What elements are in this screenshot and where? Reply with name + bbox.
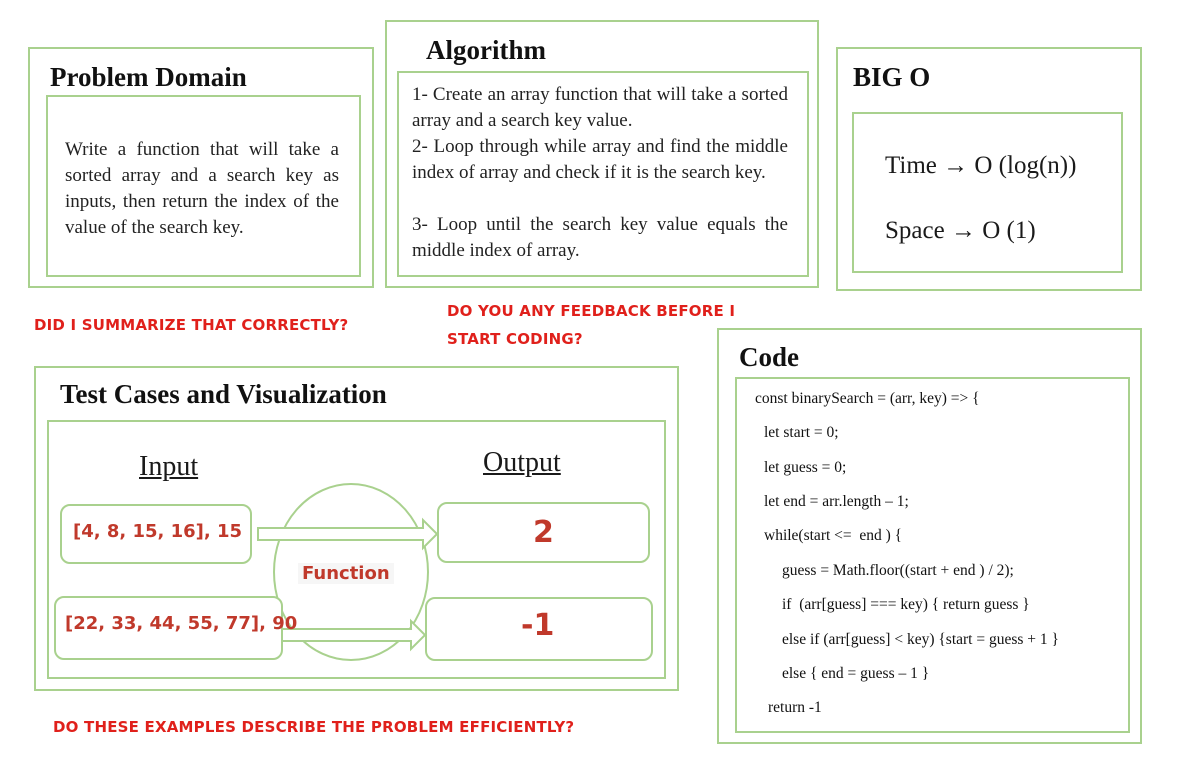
case-1-input-box (60, 504, 252, 564)
code-line-7: if (arr[guess] === key) { return guess } (782, 596, 1030, 613)
time-complexity: Time → O (log(n)) (885, 152, 1077, 179)
feedback-note-line-1: DO YOU ANY FEEDBACK BEFORE I (447, 302, 736, 320)
code-line-6: guess = Math.floor((start + end ) / 2); (782, 562, 1014, 579)
code-line-9: else { end = guess – 1 } (782, 665, 930, 682)
output-label: Output (483, 447, 561, 478)
algorithm-title: Algorithm (426, 35, 546, 65)
code-title: Code (739, 342, 799, 372)
big-o-inner (852, 112, 1123, 273)
big-o-title: BIG O (853, 62, 931, 92)
code-line-4: let end = arr.length – 1; (764, 493, 909, 510)
code-line-10: return -1 (768, 699, 822, 716)
function-ellipse (273, 483, 429, 661)
algorithm-step-3: 3- Loop until the search key value equal… (412, 214, 788, 261)
case-2-output: -1 (521, 608, 555, 643)
code-line-5: while(start <= end ) { (764, 527, 903, 544)
algorithm-step-2: 2- Loop through while array and find the… (412, 136, 788, 183)
code-line-2: let start = 0; (764, 424, 839, 441)
arrow-case-1 (257, 517, 439, 551)
examples-note: DO THESE EXAMPLES DESCRIBE THE PROBLEM E… (53, 718, 575, 736)
problem-domain-title: Problem Domain (50, 62, 247, 92)
case-2-input: [22, 33, 44, 55, 77], 90 (65, 613, 298, 634)
code-block: const binarySearch = (arr, key) => { let… (740, 380, 1125, 730)
code-line-3: let guess = 0; (764, 459, 847, 476)
input-label: Input (139, 451, 199, 482)
code-inner (735, 377, 1130, 733)
test-cases-title: Test Cases and Visualization (60, 379, 387, 409)
problem-domain-text: Write a function that will take a sorted… (65, 139, 339, 238)
case-2-output-box (425, 597, 653, 661)
algorithm-step-1: 1- Create an array function that will ta… (412, 84, 788, 131)
case-1-output: 2 (533, 515, 554, 550)
case-1-input: [4, 8, 15, 16], 15 (73, 521, 243, 542)
function-label: Function (298, 563, 394, 584)
case-1-output-box (437, 502, 650, 563)
problem-domain-inner (46, 95, 361, 277)
arrow-case-2 (281, 618, 427, 652)
space-complexity: Space → O (1) (885, 217, 1036, 244)
case-2-input-box (54, 596, 283, 660)
code-line-1: const binarySearch = (arr, key) => { (755, 390, 980, 407)
code-line-8: else if (arr[guess] < key) {start = gues… (782, 631, 1059, 648)
algorithm-inner (397, 71, 809, 277)
summarize-note: DID I SUMMARIZE THAT CORRECTLY? (34, 316, 349, 334)
feedback-note-line-2: START CODING? (447, 330, 583, 348)
